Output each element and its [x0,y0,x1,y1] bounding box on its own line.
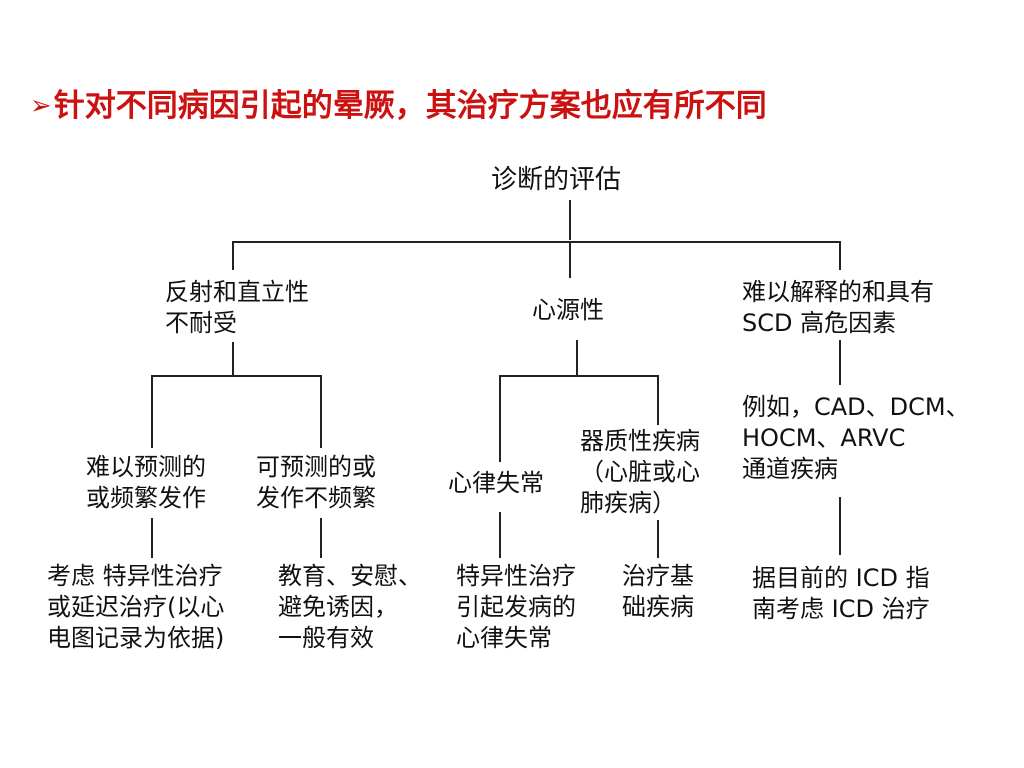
heading-text: 针对不同病因引起的晕厥，其治疗方案也应有所不同 [53,88,767,124]
node-cardiac: 心源性 [532,296,604,324]
node-icd-guideline: 据目前的 ICD 指 南考虑 ICD 治疗 [752,564,930,623]
node-specific-therapy: 特异性治疗 引起发病的 心律失常 [456,562,576,652]
node-examples: 例如，CAD、DCM、 HOCM、ARVC 通道疾病 [742,393,970,483]
node-predictable: 可预测的或 发作不频繁 [256,453,376,512]
node-arrhythmia: 心律失常 [448,469,544,497]
node-education: 教育、安慰、 避免诱因， 一般有效 [278,562,422,652]
node-unpredictable: 难以预测的 或频繁发作 [86,453,206,512]
node-structural: 器质性疾病 （心脏或心 肺疾病） [580,427,700,517]
arrow-bullet-icon: ➢ [30,91,52,121]
node-root: 诊断的评估 [491,165,622,195]
node-reflex: 反射和直立性 不耐受 [165,278,309,337]
node-treat-underlying: 治疗基 础疾病 [622,562,694,621]
slide-heading: ➢ 针对不同病因引起的晕厥，其治疗方案也应有所不同 [30,86,767,126]
node-unexplained: 难以解释的和具有 SCD 高危因素 [742,278,934,337]
node-consider-therapy: 考虑 特异性治疗 或延迟治疗(以心 电图记录为依据) [47,562,225,652]
